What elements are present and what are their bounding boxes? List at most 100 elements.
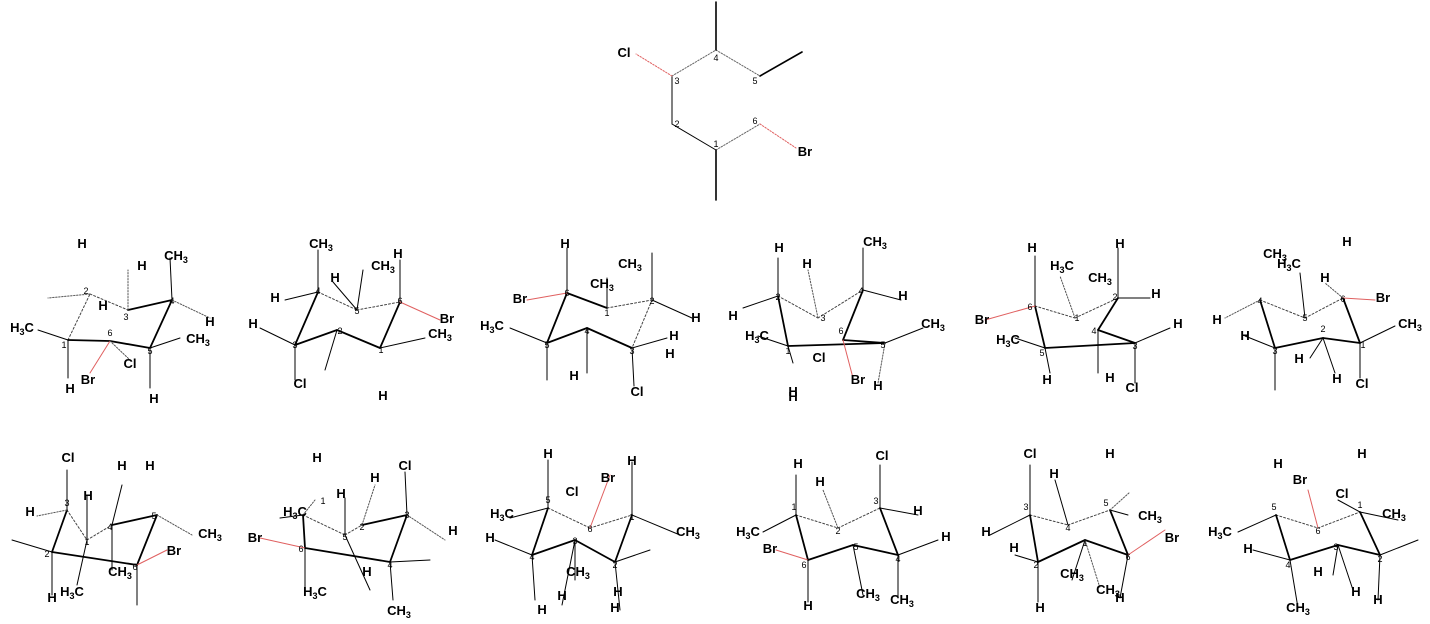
atom-label: H — [448, 523, 457, 538]
bond — [897, 539, 939, 556]
bond — [1074, 297, 1119, 319]
atom-label: Cl — [631, 384, 644, 399]
locant-6: 6 — [1315, 526, 1320, 536]
bond — [379, 337, 426, 349]
locant-2: 2 — [1033, 560, 1038, 570]
locant-1: 1 — [713, 139, 718, 149]
atom-label: H — [1105, 370, 1114, 385]
atom-label: Br — [440, 311, 454, 326]
locant-4: 4 — [1065, 523, 1070, 533]
bond — [51, 551, 138, 566]
atom-label: H — [83, 488, 92, 503]
atom-label: Br — [1376, 290, 1390, 305]
bond — [406, 514, 446, 541]
atom-label: Br — [798, 144, 812, 159]
bond — [759, 51, 803, 77]
locant-5: 5 — [151, 511, 156, 521]
atom-label: H — [1313, 564, 1322, 579]
bond — [1044, 342, 1136, 349]
bond — [379, 301, 401, 349]
bond — [614, 561, 621, 611]
atom-label: Cl — [399, 458, 412, 473]
bond — [842, 289, 864, 341]
atom-label: H — [485, 530, 494, 545]
bond — [302, 514, 346, 536]
atom-label: Cl — [1336, 486, 1349, 501]
bond — [302, 514, 306, 549]
locant-4: 4 — [584, 326, 589, 336]
bond — [589, 474, 611, 529]
locant-1: 1 — [61, 340, 66, 350]
atom-label: CH3 — [618, 256, 642, 273]
bond — [169, 257, 173, 301]
bond — [111, 484, 123, 526]
atom-label: H — [665, 346, 674, 361]
locant-1: 1 — [604, 308, 609, 318]
bond — [1337, 544, 1381, 556]
locant-3: 3 — [674, 76, 679, 86]
locant-4: 4 — [1285, 560, 1290, 570]
bond — [606, 299, 653, 309]
bond — [356, 301, 401, 311]
atom-label: H — [728, 308, 737, 323]
atom-label: H — [1351, 584, 1360, 599]
atom-label: CH3 — [164, 248, 188, 265]
bond — [1322, 337, 1336, 374]
bond — [1014, 554, 1039, 563]
bond — [1244, 335, 1276, 349]
atom-label: CH3 — [856, 586, 880, 603]
locant-5: 5 — [1271, 502, 1276, 512]
bond — [546, 327, 588, 344]
locant-5: 5 — [342, 532, 347, 542]
locant-3: 3 — [404, 510, 409, 520]
atom-label: H — [1049, 466, 1058, 481]
bond — [1377, 554, 1381, 601]
locant-4: 4 — [169, 296, 174, 306]
bond — [1109, 509, 1129, 556]
bond — [67, 339, 111, 342]
atom-label: CH3 — [428, 326, 452, 343]
atom-label: Cl — [62, 450, 75, 465]
locant-3: 3 — [1272, 346, 1277, 356]
bond — [494, 539, 533, 556]
atom-label: H — [557, 588, 566, 603]
bond — [759, 123, 797, 149]
atom-label: H — [815, 474, 824, 489]
bond — [317, 291, 358, 311]
bond — [807, 269, 819, 319]
locant-1: 1 — [1074, 313, 1079, 323]
locant-6: 6 — [587, 524, 592, 534]
bond — [51, 509, 68, 553]
bond — [89, 340, 111, 374]
bond — [1059, 275, 1076, 319]
bond — [531, 554, 536, 601]
bond — [1097, 329, 1136, 344]
atom-label: H — [569, 368, 578, 383]
locant-4: 4 — [713, 53, 718, 63]
locant-3: 3 — [123, 312, 128, 322]
bond — [344, 524, 363, 536]
atom-label: H — [1151, 286, 1160, 301]
atom-label: CH3 — [921, 316, 945, 333]
atom-label: H — [1294, 351, 1303, 366]
atom-label: H3C — [490, 506, 514, 523]
bond — [111, 514, 158, 526]
atom-label: H — [1212, 312, 1221, 327]
locant-1: 1 — [791, 502, 796, 512]
bond — [67, 293, 91, 341]
bond — [1134, 327, 1171, 344]
bond — [1274, 337, 1324, 349]
bond — [1259, 299, 1306, 319]
atom-label: H — [1105, 446, 1114, 461]
bond — [671, 49, 717, 77]
locant-2: 2 — [674, 119, 679, 129]
atom-label: CH3 — [676, 524, 700, 541]
bond — [614, 549, 651, 563]
atom-label: H3C — [1277, 256, 1301, 273]
locant-2: 2 — [83, 286, 88, 296]
bond — [1109, 491, 1131, 511]
bond — [149, 337, 181, 349]
